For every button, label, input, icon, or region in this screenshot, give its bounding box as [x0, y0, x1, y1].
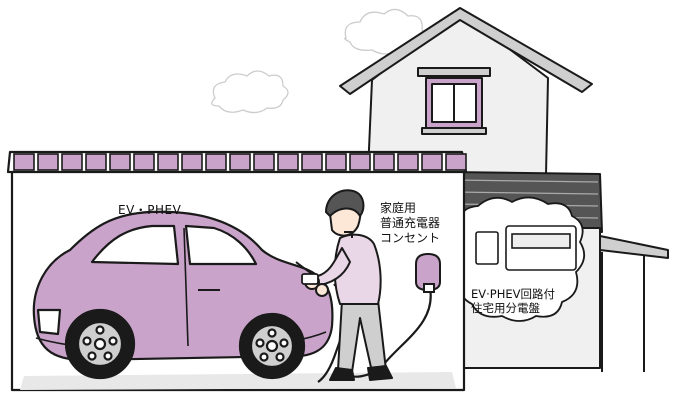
roof-tile — [37, 153, 59, 171]
outlet-label-line-3: コンセント — [380, 231, 441, 245]
roof-tile — [61, 153, 83, 171]
roof-tile — [157, 153, 179, 171]
cloud-left — [211, 70, 289, 114]
roof-tile — [421, 153, 443, 171]
roof-tile — [325, 153, 347, 171]
roof-tile — [397, 153, 419, 171]
roof-tile — [445, 153, 467, 171]
roof-tile — [85, 153, 107, 171]
wheel-front — [64, 308, 136, 380]
outlet-label-line-2: 普通充電器 — [380, 216, 441, 230]
roof-tile — [253, 153, 275, 171]
outlet-label-line-1: 家庭用 — [380, 201, 417, 215]
roof-tile — [373, 153, 395, 171]
roof-tile — [109, 153, 131, 171]
roof-tile — [205, 153, 227, 171]
roof-tile — [13, 153, 35, 171]
panel-label-line-2: 住宅用分電盤 — [471, 301, 540, 316]
outlet-label: 家庭用 普通充電器 コンセント — [380, 201, 440, 246]
panel-label-line-1: EV·PHEV回路付 — [471, 287, 556, 301]
distribution-panel-icon — [475, 225, 577, 271]
ev-phev-label: EV・PHEV — [118, 203, 182, 217]
panel-label: EV·PHEV回路付 住宅用分電盤 — [471, 287, 555, 316]
wall-outlet-icon — [415, 252, 441, 293]
carport-roof-tiles — [13, 153, 467, 171]
wheel-rear — [238, 312, 306, 380]
roof-tile — [301, 153, 323, 171]
roof-tile — [349, 153, 371, 171]
roof-tile — [277, 153, 299, 171]
roof-tile — [181, 153, 203, 171]
charging-plug-icon — [301, 273, 319, 285]
roof-tile — [229, 153, 251, 171]
person-plugging-charger — [304, 189, 393, 381]
roof-tile — [133, 153, 155, 171]
